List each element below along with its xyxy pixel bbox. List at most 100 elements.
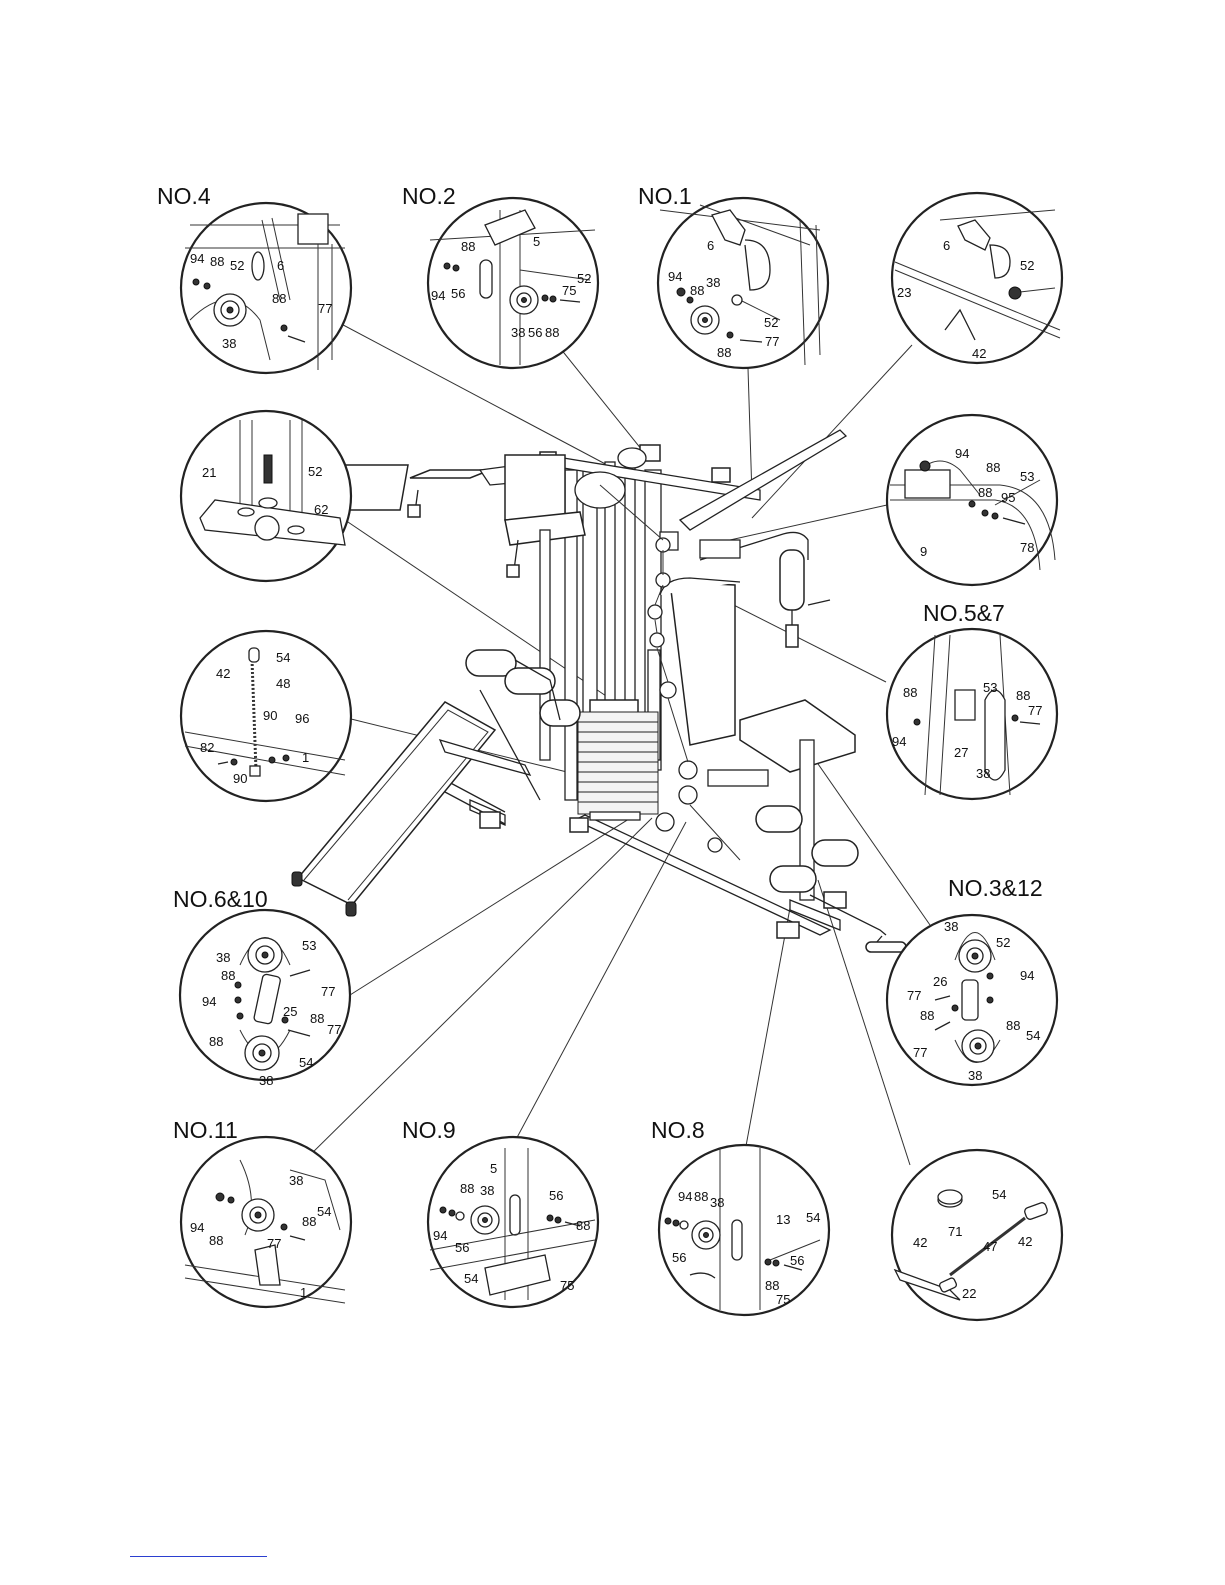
callout: 88 (221, 968, 235, 983)
detail-no8 (657, 1143, 831, 1317)
callout: 88 (1016, 688, 1030, 703)
callouts-no5-7: 53 88 88 77 94 27 38 (892, 680, 1042, 781)
callout: 54 (317, 1204, 331, 1219)
callout: 94 (892, 734, 906, 749)
callouts-no8: 94 88 38 13 54 56 56 88 75 (672, 1189, 820, 1307)
callout: 5 (490, 1161, 497, 1176)
detail-no11 (179, 1135, 353, 1309)
callout: 56 (528, 325, 542, 340)
callout: 77 (267, 1236, 281, 1251)
callout: 52 (577, 271, 591, 286)
callout: 94 (431, 288, 445, 303)
callout: 75 (562, 283, 576, 298)
callout: 56 (672, 1250, 686, 1265)
callout: 94 (190, 1220, 204, 1235)
cables (599, 484, 741, 861)
callout: 82 (200, 740, 214, 755)
callout: 5 (533, 234, 540, 249)
callout: 95 (1001, 490, 1015, 505)
situp-bench (291, 689, 541, 917)
callout: 94 (955, 446, 969, 461)
heading-no5-7: NO.5&7 (923, 600, 1005, 626)
callout: 96 (295, 711, 309, 726)
callouts-no11: 38 94 54 88 88 77 1 (190, 1173, 331, 1300)
callout: 38 (976, 766, 990, 781)
callout: 38 (289, 1173, 303, 1188)
callout: 56 (451, 286, 465, 301)
callout: 90 (233, 771, 247, 786)
callout: 88 (920, 1008, 934, 1023)
callout: 94 (668, 269, 682, 284)
callout: 94 (202, 994, 216, 1009)
callout: 42 (216, 666, 230, 681)
callout: 6 (277, 258, 284, 273)
callout: 38 (710, 1195, 724, 1210)
callouts-no3-12: 38 52 94 26 77 88 88 77 54 38 (907, 919, 1040, 1083)
callout: 1 (300, 1285, 307, 1300)
callout: 94 (190, 251, 204, 266)
detail-no3-12 (885, 913, 1059, 1087)
callout: 88 (765, 1278, 779, 1293)
heading-no8: NO.8 (651, 1117, 705, 1143)
callout: 52 (764, 315, 778, 330)
callout: 88 (986, 460, 1000, 475)
callout: 56 (790, 1253, 804, 1268)
callouts-no6-10: 38 53 88 77 94 25 88 88 77 54 38 (202, 938, 341, 1088)
callout: 94 (678, 1189, 692, 1204)
callout: 53 (1020, 469, 1034, 484)
callout: 75 (776, 1292, 790, 1307)
callouts-bottom-right: 54 71 42 42 47 22 (913, 1187, 1032, 1301)
callouts-no1: 6 94 88 38 52 88 77 (668, 238, 779, 360)
callout: 52 (1020, 258, 1034, 273)
callout: 56 (549, 1188, 563, 1203)
callout: 54 (992, 1187, 1006, 1202)
callout: 38 (480, 1183, 494, 1198)
callout: 9 (920, 544, 927, 559)
callouts-mid-right: 94 88 53 88 95 9 78 (920, 446, 1034, 559)
callout: 88 (210, 254, 224, 269)
callout: 6 (707, 238, 714, 253)
callout: 78 (1020, 540, 1034, 555)
callouts-no2: 88 5 52 94 56 75 38 56 88 (431, 234, 591, 340)
callout: 38 (216, 950, 230, 965)
callout: 88 (690, 283, 704, 298)
callout: 53 (983, 680, 997, 695)
callout: 1 (302, 750, 309, 765)
detail-no1 (656, 196, 830, 370)
preacher-pad (707, 699, 907, 953)
callout: 38 (944, 919, 958, 934)
callout: 38 (706, 275, 720, 290)
callout: 54 (806, 1210, 820, 1225)
heading-no6-10: NO.6&10 (173, 886, 268, 912)
callout: 42 (972, 346, 986, 361)
callout: 88 (576, 1218, 590, 1233)
leg-rollers-left (465, 649, 581, 727)
callout: 52 (308, 464, 322, 479)
callout: 88 (461, 239, 475, 254)
footer-link-underline[interactable] (130, 1556, 267, 1557)
callout: 38 (511, 325, 525, 340)
callout: 23 (897, 285, 911, 300)
callout: 52 (996, 935, 1010, 950)
callout: 54 (464, 1271, 478, 1286)
detail-no9 (426, 1135, 600, 1309)
weight-stack (577, 699, 659, 821)
callout: 88 (903, 685, 917, 700)
callout: 88 (1006, 1018, 1020, 1033)
callout: 77 (321, 984, 335, 999)
callout: 88 (209, 1233, 223, 1248)
callout: 77 (318, 301, 332, 316)
heading-no1: NO.1 (638, 183, 692, 209)
callout: 52 (230, 258, 244, 273)
callout: 75 (560, 1278, 574, 1293)
callout: 88 (717, 345, 731, 360)
callouts-no9: 5 88 38 56 94 88 56 54 75 (433, 1161, 590, 1293)
callout: 88 (310, 1011, 324, 1026)
callouts-no4: 94 88 52 6 88 77 38 (190, 251, 332, 351)
callout: 77 (913, 1045, 927, 1060)
callout: 77 (907, 988, 921, 1003)
callout: 22 (962, 1286, 976, 1301)
callout: 90 (263, 708, 277, 723)
detail-mid-left (179, 409, 353, 583)
callout: 6 (943, 238, 950, 253)
